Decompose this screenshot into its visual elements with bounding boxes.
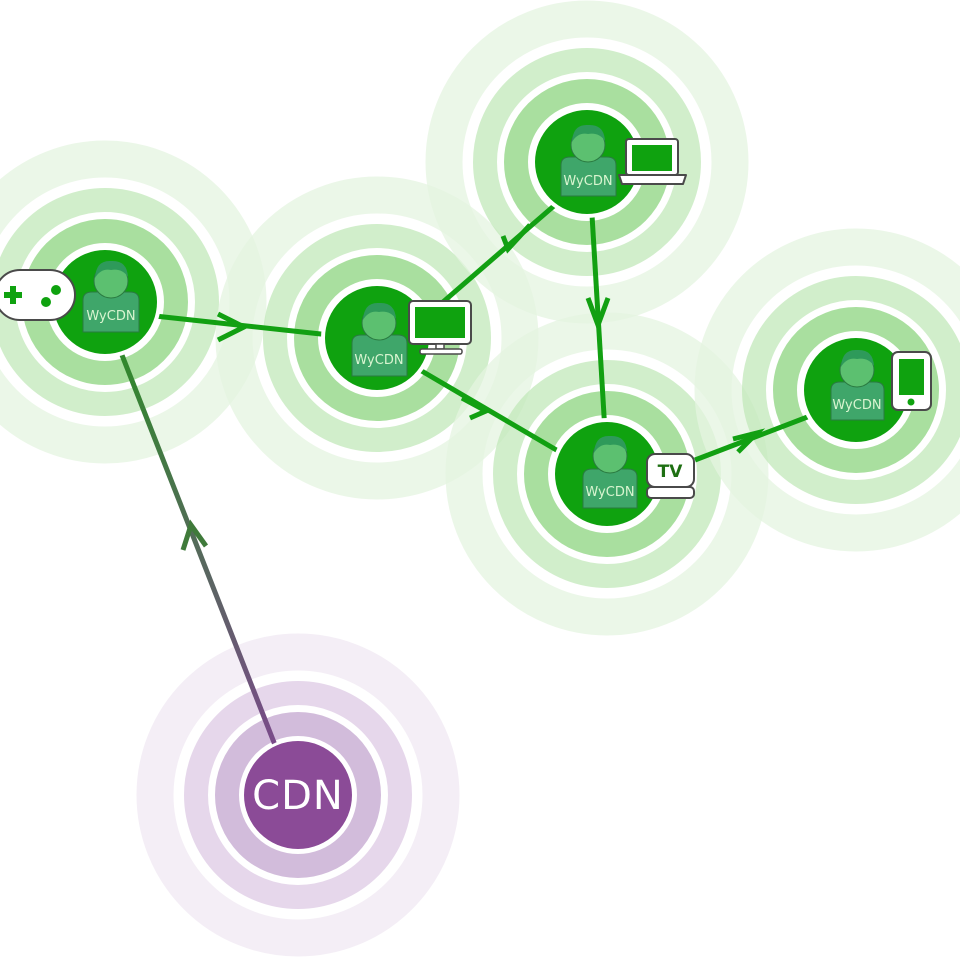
user-avatar-icon <box>82 260 140 333</box>
peer-node-tv: WyCDN TV <box>551 418 695 530</box>
user-avatar-icon <box>582 435 638 509</box>
halo-ring <box>263 224 491 452</box>
edge-peer-laptop-to-peer-desktop <box>441 203 557 304</box>
halo-ring <box>742 276 960 504</box>
smartphone-icon <box>891 351 932 411</box>
desktop-monitor-icon <box>408 300 472 355</box>
halo-ring <box>215 712 381 878</box>
edge-peer-desktop-to-peer-tv <box>418 367 567 458</box>
arrowhead-icon <box>500 223 532 254</box>
halo-ring <box>493 360 721 588</box>
halo-ring <box>425 0 749 324</box>
connection-edges <box>117 203 811 746</box>
cdn-label: CDN <box>252 773 344 819</box>
peer-label: WyCDN <box>585 485 634 500</box>
arrowhead-icon <box>732 428 766 454</box>
halo-ring <box>473 48 701 276</box>
cdn-origin-node: CDN <box>241 738 355 852</box>
arrowhead-icon <box>585 297 611 333</box>
cdn-core-circle <box>244 741 352 849</box>
peer-node-laptop: WyCDN <box>531 106 687 218</box>
tv-label: TV <box>658 462 684 482</box>
tv-icon: TV <box>646 453 695 499</box>
user-avatar-icon <box>560 124 617 197</box>
halo-ring <box>694 228 960 552</box>
peer-label: WyCDN <box>354 353 403 368</box>
peer-label: WyCDN <box>832 398 881 413</box>
user-avatar-icon <box>830 349 885 421</box>
peer-label: WyCDN <box>563 174 612 189</box>
peer-node-gamepad: WyCDN <box>0 246 161 358</box>
arrowhead-icon <box>460 395 492 421</box>
halo-ring <box>184 681 412 909</box>
arrowhead-icon <box>180 519 209 551</box>
peer-node-phone: WyCDN <box>800 334 932 446</box>
arrowhead-icon <box>216 311 250 343</box>
user-avatar-icon <box>351 302 408 377</box>
edge-cdn-to-peer-gamepad <box>117 349 278 746</box>
peer-label: WyCDN <box>86 309 135 324</box>
gamepad-icon <box>0 269 76 321</box>
halo-ring <box>136 633 460 957</box>
peer-node-desktop: WyCDN <box>321 282 472 394</box>
laptop-icon <box>618 138 687 185</box>
